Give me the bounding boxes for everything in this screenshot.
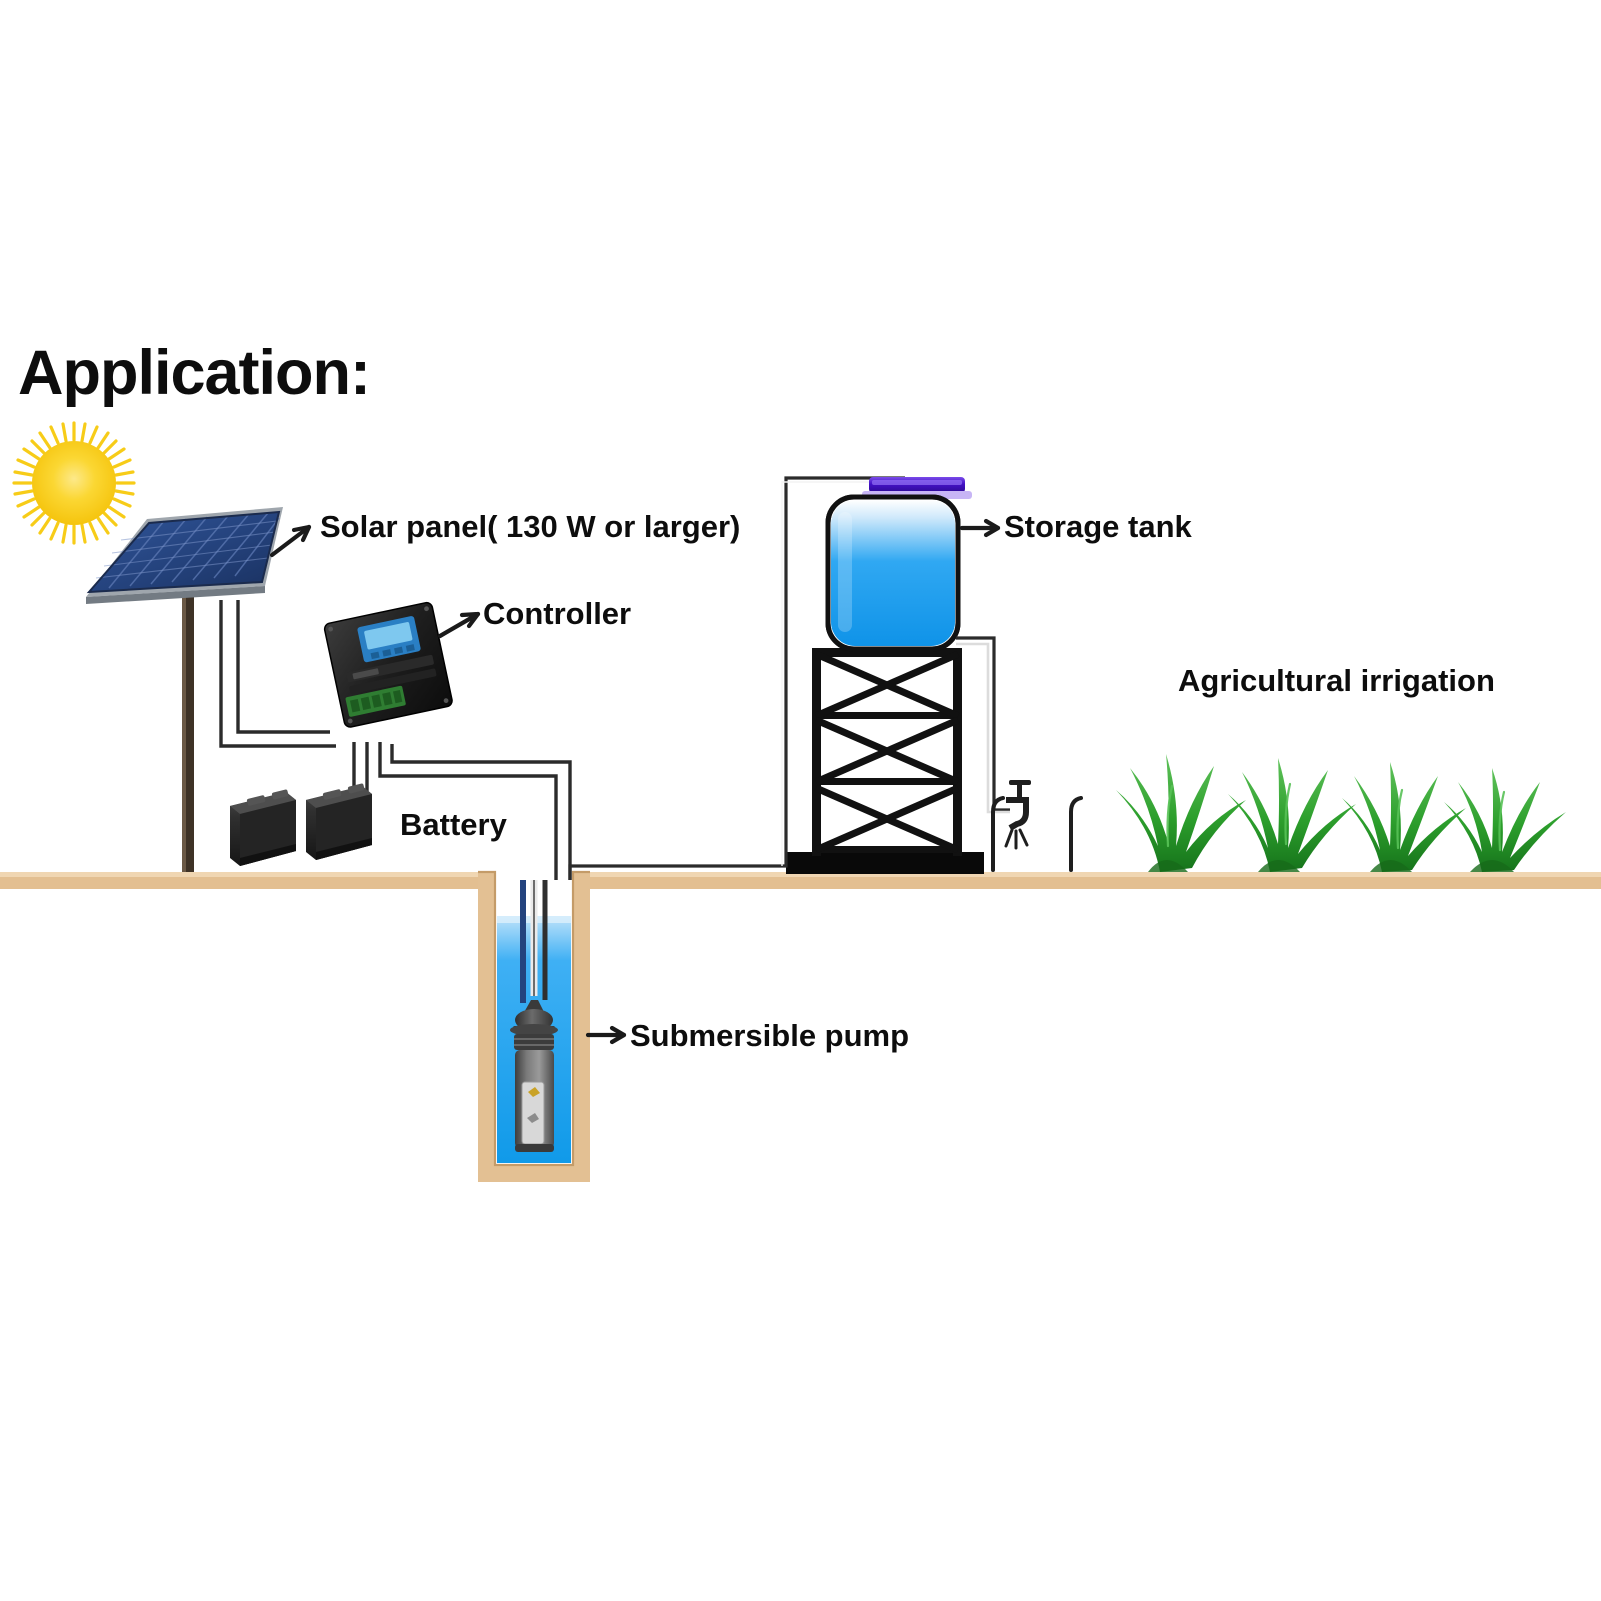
inlet-pipe [568, 476, 905, 880]
ground-layer [0, 872, 1601, 889]
inlet-pipe-highlight [781, 481, 905, 866]
battery-icon [230, 783, 372, 866]
storage-tank-label: Storage tank [1004, 509, 1192, 544]
submersible-pump-icon [510, 880, 558, 1152]
battery-label: Battery [400, 807, 507, 842]
irrigation-drip-lines [991, 796, 1083, 872]
grass-plant-icon [1116, 754, 1566, 872]
arrow-pointer-icon [269, 518, 1001, 1045]
charge-controller-icon [323, 601, 453, 728]
page-title: Application: [18, 338, 371, 408]
faucet-icon [1004, 780, 1031, 850]
agricultural-irrigation-label: Agricultural irrigation [1178, 663, 1495, 698]
tank-tower-icon [786, 648, 984, 874]
sun-icon [12, 421, 136, 545]
submersible-pump-label: Submersible pump [630, 1018, 910, 1053]
solar-panel-icon [86, 507, 283, 872]
controller-label: Controller [483, 596, 632, 631]
outlet-pipe [956, 636, 1010, 814]
water-tank-icon [825, 477, 972, 652]
wiring-panel-to-controller [219, 600, 336, 748]
solar-panel-label: Solar panel( 130 W or larger) [320, 509, 741, 544]
